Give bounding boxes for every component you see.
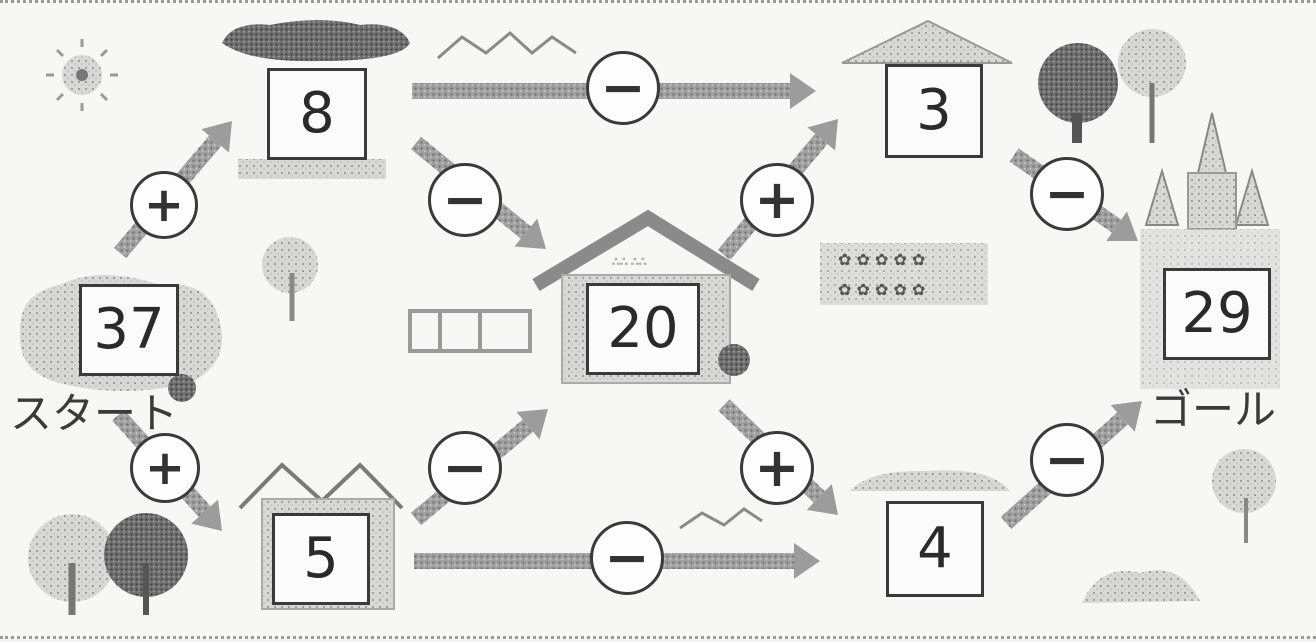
mountain-icon [680, 509, 762, 528]
operator-8-to-3: − [586, 51, 660, 125]
operator-start-to-5: + [130, 433, 200, 503]
operator-4-to-goal: − [1030, 423, 1104, 497]
operator-20-to-3: + [740, 163, 814, 237]
number-box-center: 20 [586, 283, 700, 375]
flower-icon: ✿ ✿ ✿ ✿ ✿ ✿ ✿ ✿ ✿ ✿ [820, 243, 988, 305]
operator-3-to-goal: − [1030, 157, 1104, 231]
operator-5-to-4: − [590, 521, 664, 595]
number-box-start: 37 [79, 284, 179, 376]
fence-icon [410, 311, 530, 351]
tree-icon [262, 237, 318, 321]
tree-icon [1038, 43, 1118, 143]
number-box-goal: 29 [1163, 268, 1271, 360]
tree-icon [28, 514, 116, 615]
tree-icon [1212, 449, 1276, 543]
tree-icon [104, 513, 188, 615]
bush-icon [718, 344, 750, 376]
mountain-icon [438, 33, 576, 58]
operator-5-to-20: − [428, 431, 502, 505]
number-box-top-right: 3 [885, 64, 983, 158]
svg-text:ஃஃ ஃஃ: ஃஃ ஃஃ [612, 257, 647, 268]
tree-icon [1082, 570, 1200, 603]
house-icon [842, 21, 1012, 63]
number-box-bottom-left: 5 [272, 513, 370, 605]
sun-icon [46, 39, 118, 111]
tree-icon [1118, 29, 1186, 143]
svg-text:✿ ✿ ✿ ✿ ✿: ✿ ✿ ✿ ✿ ✿ [838, 280, 925, 299]
svg-text:✿ ✿ ✿ ✿ ✿: ✿ ✿ ✿ ✿ ✿ [838, 250, 925, 269]
operator-8-to-20: − [428, 163, 502, 237]
operator-start-to-8: + [130, 171, 198, 239]
bush-icon [850, 470, 1010, 491]
start-label: スタート [10, 393, 178, 435]
number-box-bottom-right: 4 [886, 501, 984, 597]
goal-label: ゴール [1150, 389, 1276, 431]
number-box-top-left: 8 [267, 68, 367, 160]
operator-20-to-4: + [740, 431, 814, 505]
